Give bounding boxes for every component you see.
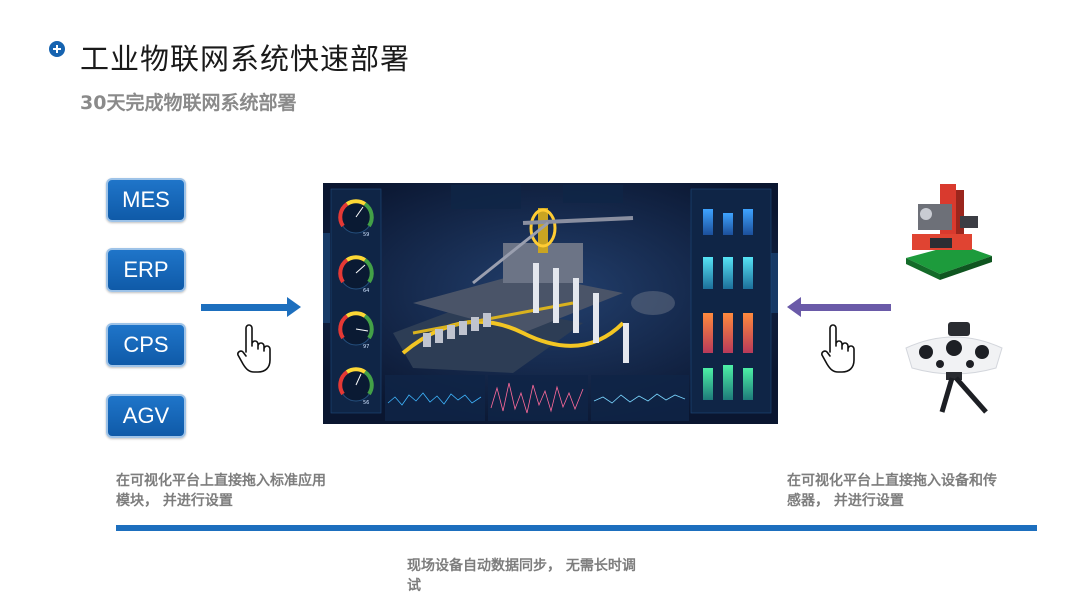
hand-pointer-icon	[821, 324, 855, 373]
gauge-3	[338, 311, 374, 346]
dashboard-preview[interactable]: 59 64 97 56	[323, 183, 778, 424]
bar-chart-1	[703, 209, 753, 235]
line-chart-3	[593, 393, 686, 404]
gauge-4-value: 56	[363, 400, 369, 406]
gauge-1	[338, 199, 374, 234]
bottom-caption-line1: 现场设备自动数据同步， 无需长时调	[407, 558, 636, 574]
gauge-1-value: 59	[363, 232, 369, 238]
plus-circle-icon	[49, 41, 65, 57]
hand-pointer-icon	[237, 324, 271, 373]
gauge-2-value: 64	[363, 288, 369, 294]
right-caption-line1: 在可视化平台上直接拖入设备和传	[787, 473, 997, 489]
bar-chart-4	[703, 365, 753, 400]
page-title: 工业物联网系统快速部署	[80, 42, 411, 76]
factory-scene	[393, 208, 675, 373]
right-caption-line2: 感器， 并进行设置	[787, 493, 904, 509]
bar-chart-2	[703, 257, 753, 289]
line-chart-2	[490, 382, 584, 414]
right-caption: 在可视化平台上直接拖入设备和传 感器， 并进行设置	[787, 471, 997, 511]
gauge-3-value: 97	[363, 344, 369, 350]
robot-device-image[interactable]	[900, 176, 996, 286]
left-caption-line2: 模块， 并进行设置	[116, 493, 233, 509]
left-caption: 在可视化平台上直接拖入标准应用 模块， 并进行设置	[116, 471, 326, 511]
gauge-2	[338, 255, 374, 290]
sensor-device-image[interactable]	[896, 318, 1012, 414]
bottom-caption: 现场设备自动数据同步， 无需长时调 试	[407, 556, 636, 596]
module-cps-button[interactable]: CPS	[106, 323, 186, 367]
divider-line	[116, 525, 1037, 531]
gauge-4	[338, 367, 374, 402]
right-arrow-icon	[201, 297, 301, 317]
module-agv-button[interactable]: AGV	[106, 394, 186, 438]
left-caption-line1: 在可视化平台上直接拖入标准应用	[116, 473, 326, 489]
module-mes-button[interactable]: MES	[106, 178, 186, 222]
bottom-caption-line2: 试	[407, 578, 421, 594]
dashboard-scene: 59 64 97 56	[323, 183, 778, 424]
module-erp-button[interactable]: ERP	[106, 248, 186, 292]
page-subtitle: 30天完成物联网系统部署	[80, 92, 297, 114]
line-chart-1	[387, 392, 482, 406]
bar-chart-3	[703, 313, 753, 353]
left-arrow-icon	[787, 297, 891, 317]
